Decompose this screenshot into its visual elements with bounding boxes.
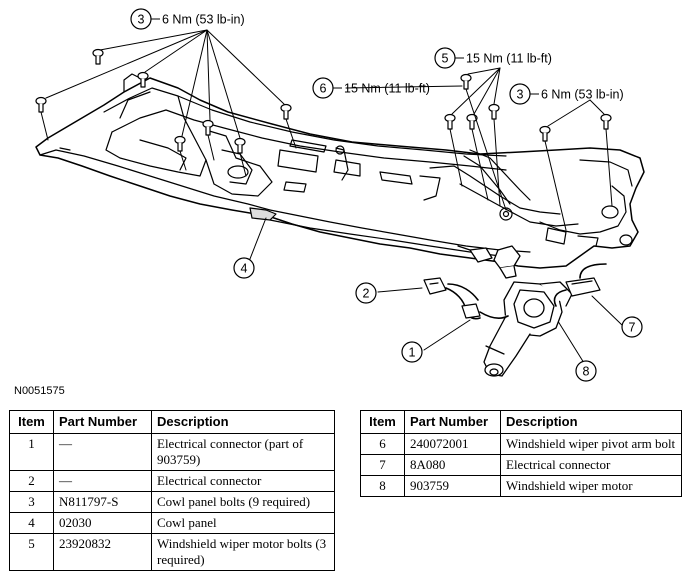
electrical-connector-7 [553, 263, 607, 307]
wiper-motor [457, 245, 573, 377]
callouts: 3 6 Nm (53 lb-in) 5 15 Nm (11 lb-ft) 6 1… [130, 8, 643, 382]
leader-lines [40, 29, 623, 364]
description-cell: Electrical connector [151, 470, 335, 492]
torque-label: 15 Nm (11 lb-ft) [466, 52, 552, 66]
torque-label: 6 Nm (53 lb-in) [541, 88, 624, 102]
part-number-cell: N811797-S [53, 491, 152, 513]
description-cell: Electrical connector (part of 903759) [151, 433, 335, 471]
callout-1: 1 [401, 341, 423, 363]
callout-number: 2 [363, 287, 370, 301]
callout-6: 6 15 Nm (11 lb-ft) [312, 77, 430, 99]
callout-number: 5 [442, 52, 449, 66]
torque-label: 6 Nm (53 lb-in) [162, 13, 245, 27]
column-header-description: Description [151, 410, 335, 434]
description-cell: Electrical connector [500, 454, 682, 476]
callout-number: 4 [241, 262, 248, 276]
part-number-cell: 240072001 [404, 433, 501, 455]
part-number-cell: 02030 [53, 512, 152, 534]
callout-number: 7 [629, 321, 636, 335]
bolt [202, 119, 214, 136]
table-row: 7 8A080 Electrical connector [360, 454, 682, 476]
part-number-cell: 903759 [404, 475, 501, 497]
column-header-part-number: Part Number [404, 410, 501, 434]
figure-id: N0051575 [14, 385, 65, 397]
description-cell: Windshield wiper pivot arm bolt [500, 433, 682, 455]
description-cell: Windshield wiper motor bolts (3 required… [151, 533, 335, 571]
column-header-item: Item [360, 410, 405, 434]
callout-5: 5 15 Nm (11 lb-ft) [434, 47, 552, 69]
bolt [539, 125, 551, 142]
callout-number: 3 [138, 13, 145, 27]
part-number-cell: — [53, 433, 152, 471]
description-cell: Windshield wiper motor [500, 475, 682, 497]
callout-8: 8 [575, 360, 597, 382]
bolt [280, 103, 292, 120]
cowl-panel [35, 73, 645, 269]
parts-table-right: Item Part Number Description 6 240072001… [360, 410, 682, 497]
callout-number: 8 [583, 365, 590, 379]
bolt [35, 96, 47, 113]
callout-3-right: 3 6 Nm (53 lb-in) [509, 83, 624, 105]
callout-2: 2 [355, 282, 377, 304]
table-row: 4 02030 Cowl panel [9, 512, 335, 534]
callout-number: 6 [320, 82, 327, 96]
column-header-part-number: Part Number [53, 410, 152, 434]
item-cell: 4 [9, 512, 54, 534]
parts-table-left: Item Part Number Description 1 — Electri… [9, 410, 335, 571]
table-row: 8 903759 Windshield wiper motor [360, 475, 682, 497]
item-cell: 6 [360, 433, 405, 455]
part-number-cell: 8A080 [404, 454, 501, 476]
item-cell: 3 [9, 491, 54, 513]
bolt [137, 71, 149, 88]
table-row: 1 — Electrical connector (part of 903759… [9, 433, 335, 471]
callout-number: 1 [409, 346, 416, 360]
item-cell: 7 [360, 454, 405, 476]
bolts [35, 48, 612, 154]
bolt [92, 48, 104, 65]
electrical-connector-1 [461, 303, 509, 319]
column-header-description: Description [500, 410, 682, 434]
table-row: 6 240072001 Windshield wiper pivot arm b… [360, 433, 682, 455]
part-number-cell: 23920832 [53, 533, 152, 571]
column-header-item: Item [9, 410, 54, 434]
callout-7: 7 [621, 316, 643, 338]
exploded-view-illustration [35, 29, 645, 377]
table-row: 5 23920832 Windshield wiper motor bolts … [9, 533, 335, 571]
table-row: 3 N811797-S Cowl panel bolts (9 required… [9, 491, 335, 513]
callout-4: 4 [233, 257, 255, 279]
part-number-cell: — [53, 470, 152, 492]
description-cell: Cowl panel [151, 512, 335, 534]
table-header-row: Item Part Number Description [360, 410, 682, 434]
item-cell: 5 [9, 533, 54, 571]
table-header-row: Item Part Number Description [9, 410, 335, 434]
callout-3-top: 3 6 Nm (53 lb-in) [130, 8, 245, 30]
table-row: 2 — Electrical connector [9, 470, 335, 492]
description-cell: Cowl panel bolts (9 required) [151, 491, 335, 513]
item-cell: 8 [360, 475, 405, 497]
bolt [460, 73, 472, 90]
item-cell: 1 [9, 433, 54, 471]
item-cell: 2 [9, 470, 54, 492]
callout-number: 3 [517, 88, 524, 102]
torque-label: 15 Nm (11 lb-ft) [344, 82, 430, 96]
